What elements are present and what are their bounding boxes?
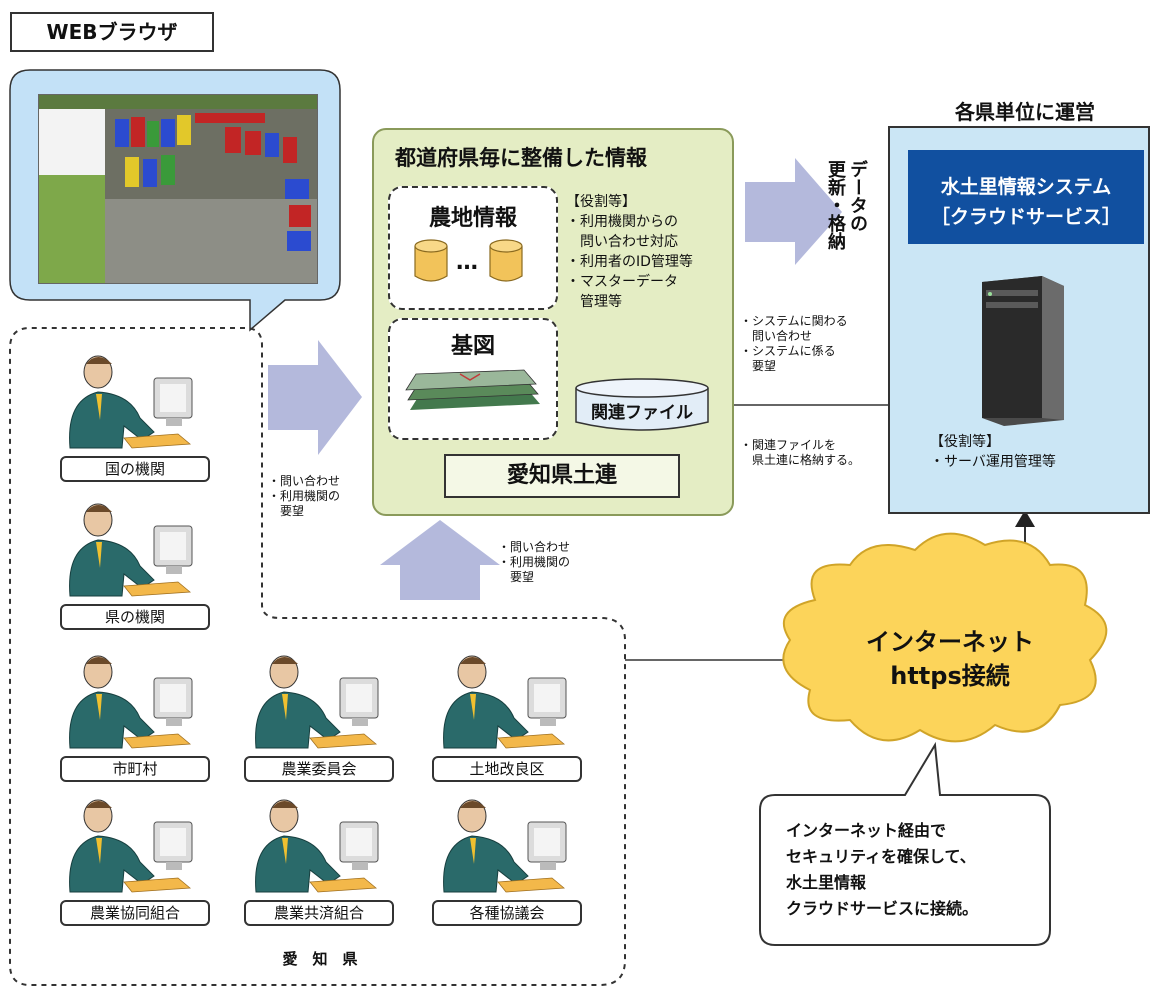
internet-label-2: https接続 [890,662,1010,690]
arrow-bottom-to-panel [380,520,500,600]
note-line: ・問い合わせ [498,540,571,554]
prefecture-role-item: ・利用者のID管理等 [566,254,693,270]
map-layers-icon [405,369,540,410]
callout-line: クラウドサービスに接続。 [786,899,979,918]
system-inquiry-note: ・システムに関わる 問い合わせ ・システムに係る 要望 [740,314,848,374]
ellipsis-label: … [456,250,478,275]
user-label-municipality: 市町村 [60,756,210,782]
related-file-cylinder [575,378,709,431]
callout-line: セキュリティを確保して、 [786,847,976,866]
system-title-box [908,150,1144,244]
note-line: 問い合わせ [740,329,813,343]
user-label-prefecture: 県の機関 [60,604,210,630]
note-line: 県土連に格納する。 [740,453,861,467]
browser-toolbar [39,95,317,109]
user-label-mutual-aid: 農業共済組合 [244,900,394,926]
prefecture-role-item: 問い合わせ対応 [566,234,678,250]
arrow-data-update [745,158,842,265]
user-label-national: 国の機関 [60,456,210,482]
owner-label: 愛知県土連 [506,463,617,488]
callout-line: インターネット経由で [786,821,947,840]
cloud-role-heading: 【役割等】 [930,434,1000,450]
server-icon [982,276,1064,426]
browser-screenshot [38,94,318,284]
note-line: 要望 [268,504,305,518]
user-label-agri-coop: 農業協同組合 [60,900,210,926]
owner-box [444,454,680,498]
callout-line: 水土里情報 [786,873,867,892]
farmland-info-title: 農地情報 [428,206,517,231]
data-update-label: データの 更新・格納 [824,160,868,280]
callout-bubble [759,741,1051,946]
note-line: ・問い合わせ [268,474,341,488]
person-at-computer-icon [58,648,208,758]
cloud-role-list: 【役割等】 ・サーバ運用管理等 [930,432,1056,472]
user-label-land-improvement: 土地改良区 [432,756,582,782]
related-file-note: ・関連ファイルを 県土連に格納する。 [740,438,860,468]
arrow-left-to-panel [268,340,362,455]
person-at-computer-icon [432,648,582,758]
prefecture-role-list: 【役割等】 ・利用機関からの 問い合わせ対応 ・利用者のID管理等 ・マスターデ… [566,192,693,312]
prefecture-role-item: ・利用機関からの [566,214,678,230]
data-update-line: データの [847,160,868,232]
browser-sidebar-green [39,175,105,283]
note-line: ・システムに関わる [740,314,848,328]
browser-tag-label: WEBブラウザ [46,20,178,44]
note-line: ・システムに係る [740,344,836,358]
region-label: 愛 知 県 [282,950,358,968]
user-label-agri-committee: 農業委員会 [244,756,394,782]
basemap-title: 基図 [450,334,495,359]
person-at-computer-icon [244,648,394,758]
arrowhead-up-icon [1015,510,1035,527]
note-line: 要望 [740,359,777,373]
person-at-computer-icon [244,792,394,902]
person-at-computer-icon [58,348,208,458]
note-line: ・利用機関の [268,489,341,503]
bottom-inquiry-note: ・問い合わせ ・利用機関の 要望 [498,540,570,585]
internet-cloud-shape [782,532,1108,743]
note-line: ・利用機関の [498,555,571,569]
database-icon [414,239,448,282]
prefecture-role-item: 管理等 [566,294,622,310]
left-inquiry-note: ・問い合わせ ・利用機関の 要望 [268,474,340,519]
prefecture-role-item: ・マスターデータ [566,274,678,290]
person-at-computer-icon [432,792,582,902]
cloud-role-item: ・サーバ運用管理等 [930,454,1056,470]
callout-text: インターネット経由で セキュリティを確保して、 水土里情報 クラウドサービスに接… [786,818,978,922]
internet-label-1: インターネット [866,628,1034,656]
cloud-panel-header: 各県単位に運営 [955,100,1095,124]
system-title-line1: 水土里情報システム [940,176,1112,198]
database-icons [414,239,523,282]
prefecture-role-heading: 【役割等】 [566,194,636,210]
database-icon [489,239,523,282]
prefecture-panel-title: 都道府県毎に整備した情報 [395,146,647,170]
user-label-councils: 各種協議会 [432,900,582,926]
data-update-line: 更新・格納 [825,160,846,250]
browser-tag [10,12,214,52]
person-at-computer-icon [58,496,208,606]
aichi-region-border [9,327,626,986]
note-line: 要望 [498,570,535,584]
aerial-map-image [105,109,317,283]
person-at-computer-icon [58,792,208,902]
system-title-line2: ［クラウドサービス］ [930,206,1121,228]
related-file-label: 関連ファイル [591,403,693,423]
note-line: ・関連ファイルを [740,438,837,452]
